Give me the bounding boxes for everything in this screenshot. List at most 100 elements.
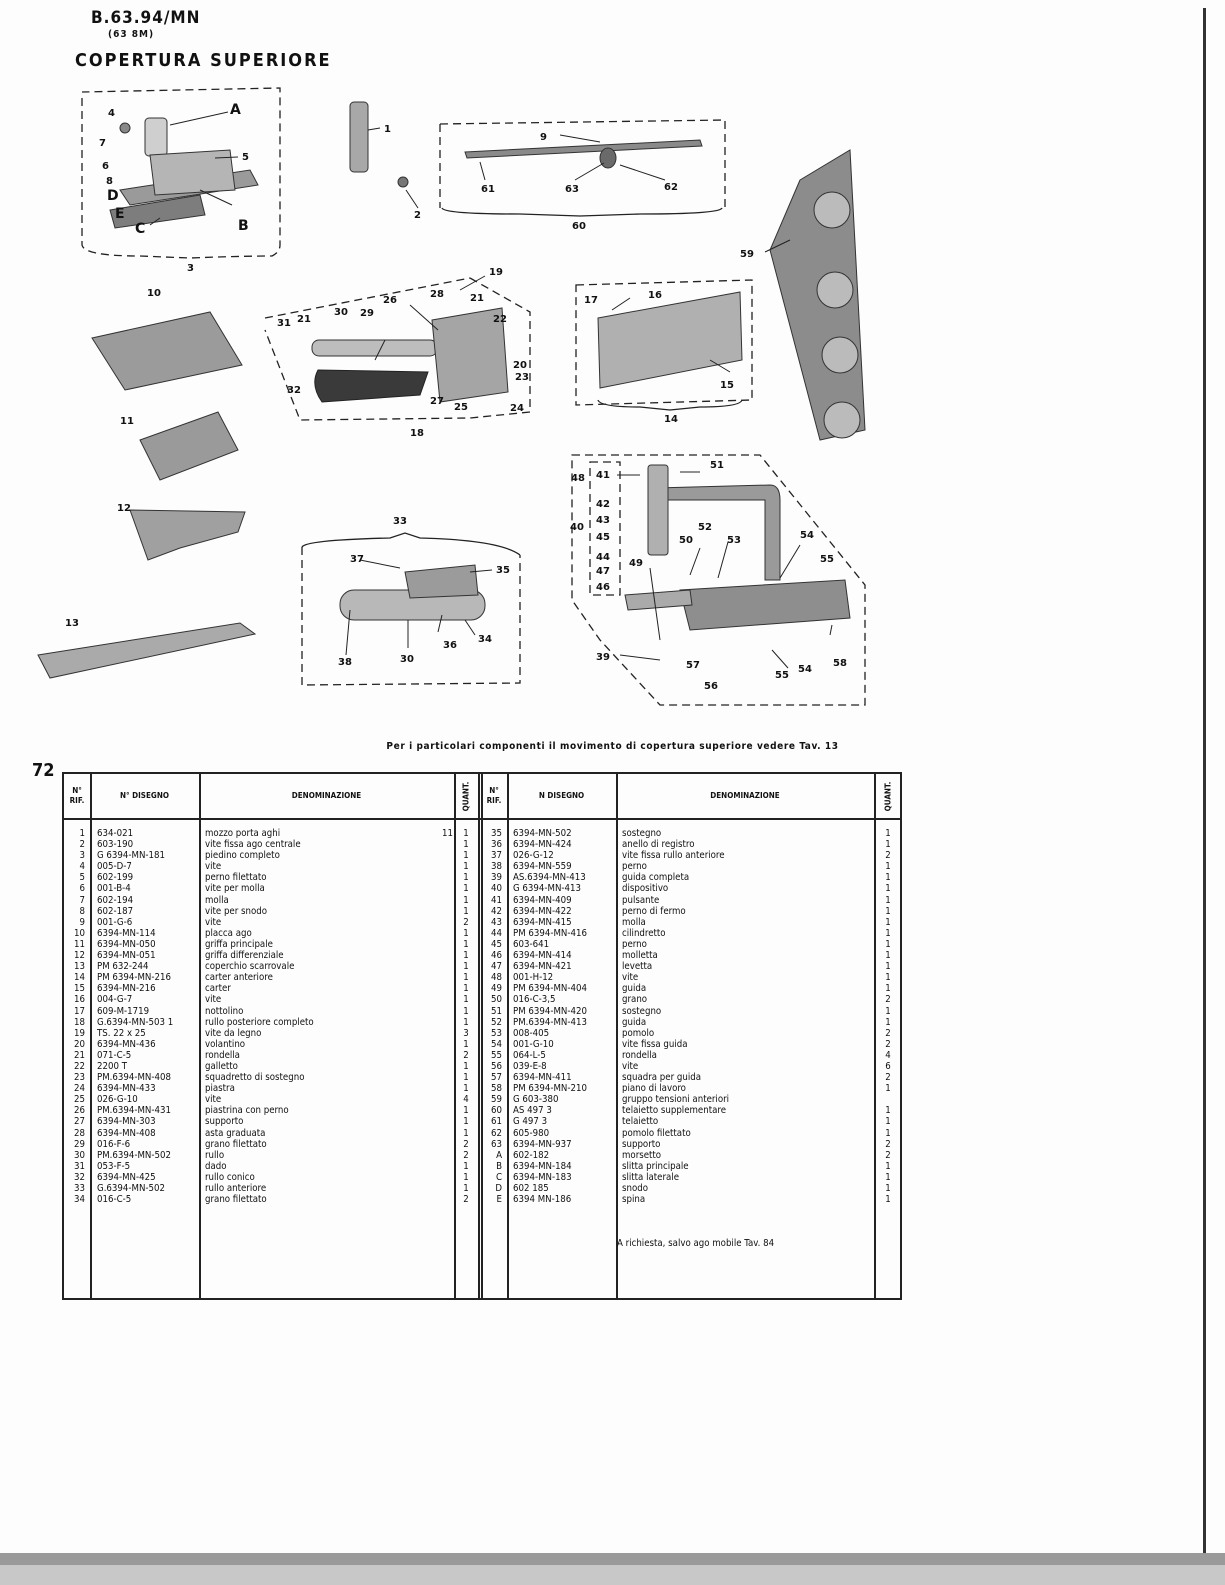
diagram-label-7: 7 (99, 138, 106, 149)
denominazione-row-1: mozzo porta aghi (205, 828, 281, 839)
quant2-row-15: 1 (885, 983, 891, 995)
rif2-row-18: 52 (491, 1016, 502, 1028)
diagram-label-48: 48 (571, 473, 585, 484)
header-denominazione: DENOMINAZIONE (291, 791, 362, 800)
rif2-row-27: 61 (491, 1116, 502, 1128)
diagram-label-18: 18 (410, 428, 424, 439)
front-roller-group (339, 564, 486, 621)
rif2-row-19: 53 (491, 1027, 502, 1039)
denominazione2-row-3: vite fissa rullo anteriore (622, 850, 725, 862)
disegno2-row-19: 008-405 (513, 1027, 550, 1039)
quant2-row-18: 1 (885, 1016, 891, 1028)
rif-row-27: 27 (74, 1116, 85, 1128)
disegno2-row-2: 6394-MN-424 (513, 839, 572, 851)
rif-row-8: 8 (79, 905, 86, 917)
denominazione-row-23: squadretto di sostegno (205, 1072, 305, 1084)
quant-row-12: 1 (463, 950, 469, 962)
disegno2-row-30: 602-182 (513, 1149, 550, 1161)
diagram-label-49: 49 (629, 558, 643, 569)
disegno-row-13: PM 632-244 (97, 961, 149, 973)
quant-row-26: 1 (463, 1105, 469, 1117)
rif-row-2: 2 (79, 839, 86, 851)
quant-row-25: 4 (463, 1094, 469, 1106)
quant2-row-27: 1 (885, 1116, 891, 1128)
denominazione-row-30: rullo (205, 1149, 225, 1161)
disegno2-row-22: 039-E-8 (513, 1060, 547, 1072)
diagram-label-50: 50 (679, 535, 693, 546)
denominazione-row-3: piedino completo (205, 850, 280, 862)
quant2-row-1: 1 (885, 828, 891, 839)
rif2-row-4: 38 (491, 861, 502, 873)
rif2-row-2: 36 (491, 839, 502, 851)
quant-row-24: 1 (463, 1083, 469, 1095)
quant2-row-12: 1 (885, 950, 891, 962)
denominazione-row-22: galletto (205, 1060, 238, 1072)
rif2-row-5: 39 (491, 872, 502, 884)
quant2-row-11: 1 (885, 938, 891, 950)
diagram-label-8: 8 (106, 176, 113, 187)
diagram-label-22: 22 (493, 314, 507, 325)
rif-row-26: 26 (74, 1105, 85, 1117)
quant2-row-6: 1 (885, 883, 891, 895)
rif2-row-10: 44 (491, 927, 502, 939)
denominazione-row-19: vite da legno (205, 1027, 262, 1039)
diagram-label-15: 15 (720, 380, 734, 391)
diagram-label-54-top: 54 (800, 530, 814, 541)
quant-row-21: 2 (463, 1049, 469, 1061)
quant-row-31: 1 (463, 1160, 469, 1172)
denominazione-row-14: carter anteriore (205, 972, 273, 984)
denominazione2-row-12: molletta (622, 950, 658, 962)
disegno2-row-25: G 603-380 (513, 1094, 559, 1106)
diagram-label-13: 13 (65, 618, 79, 629)
needle-plate-part (91, 311, 243, 391)
diagram-label-E: E (115, 206, 125, 222)
rif-row-13: 13 (74, 961, 85, 973)
rif2-row-13: 47 (491, 961, 502, 973)
disegno2-row-1: 6394-MN-502 (513, 828, 572, 839)
rif-row-15: 15 (74, 983, 85, 995)
disegno-row-16: 004-G-7 (97, 994, 133, 1006)
diagram-label-17: 17 (584, 295, 598, 306)
rif-row-1: 1 (79, 828, 86, 839)
disegno-row-24: 6394-MN-433 (97, 1083, 156, 1095)
rif-row-5: 5 (79, 872, 86, 884)
disegno2-row-13: 6394-MN-421 (513, 961, 572, 973)
scan-bottom-edge (0, 1553, 1225, 1565)
feed-dog-part (139, 411, 239, 481)
rif2-row-29: 63 (491, 1138, 502, 1150)
denominazione2-row-5: guida completa (622, 872, 690, 884)
denominazione2-row-31: slitta principale (622, 1160, 689, 1172)
diagram-label-4: 4 (108, 108, 115, 119)
disegno-row-5: 602-199 (97, 872, 134, 884)
diagram-label-12: 12 (117, 503, 131, 514)
rif-row-10: 10 (74, 927, 85, 939)
rif2-row-11: 45 (491, 938, 502, 950)
disegno2-row-26: AS 497 3 (513, 1105, 552, 1117)
diagram-label-30-front: 30 (400, 654, 414, 665)
denominazione-row-11: griffa principale (205, 938, 273, 950)
disegno2-row-15: PM 6394-MN-404 (513, 983, 587, 995)
diagram-label-62: 62 (664, 182, 678, 193)
disegno2-row-11: 603-641 (513, 938, 550, 950)
quant-row-9: 2 (463, 916, 469, 928)
diagram-label-60: 60 (572, 221, 586, 232)
diagram-label-23: 23 (515, 372, 529, 383)
disegno2-row-33: 602 185 (513, 1183, 549, 1194)
rif-row-11: 11 (74, 938, 85, 950)
page-number: 72 (32, 760, 55, 781)
disegno2-row-20: 001-G-10 (513, 1038, 554, 1050)
denominazione2-row-11: perno (622, 938, 647, 950)
disegno-row-31: 053-F-5 (97, 1160, 131, 1172)
disegno-row-33: G.6394-MN-502 (97, 1183, 165, 1194)
quant-row-34: 2 (463, 1194, 469, 1206)
diagram-label-32: 32 (287, 385, 301, 396)
quant-row-29: 2 (463, 1138, 469, 1150)
diagram-label-C: C (135, 221, 145, 237)
diagram-label-24: 24 (510, 403, 524, 414)
diagram-label-29: 29 (360, 308, 374, 319)
denominazione-row-29: grano filettato (205, 1138, 267, 1150)
denominazione-row-20: volantino (205, 1038, 246, 1050)
rif2-row-15: 49 (491, 983, 502, 995)
denominazione2-row-20: vite fissa guida (622, 1038, 688, 1050)
